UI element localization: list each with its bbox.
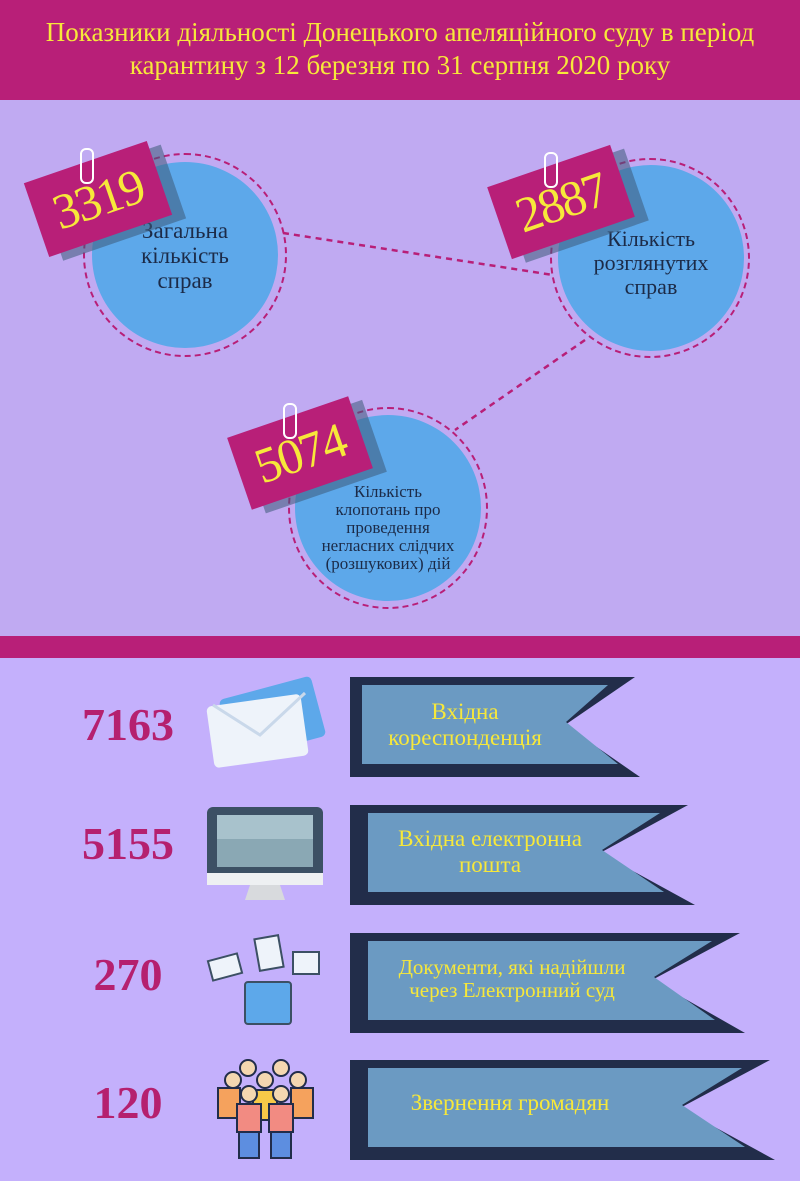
- page-header: Показники діяльності Донецького апеляцій…: [0, 0, 800, 100]
- banner-label: Документи, які надійшли через Електронни…: [398, 955, 626, 1002]
- connector-lines: [282, 231, 586, 432]
- divider-stripe: [0, 636, 800, 658]
- stat-label: Кількість клопотань про проведення негла…: [321, 482, 455, 573]
- ribbon-banner: [350, 805, 695, 905]
- page-title: Показники діяльності Донецького апеляцій…: [45, 17, 755, 80]
- banner-label: Вхідна кореспонденція: [388, 699, 542, 750]
- dashed-ring: [550, 158, 750, 358]
- ribbon-banner: [350, 1060, 775, 1160]
- ribbon-banner: [350, 677, 640, 777]
- row-value: 270: [93, 949, 163, 1000]
- paperclip-icon: [283, 403, 297, 439]
- stat-label: Загальна кількість справ: [141, 217, 229, 293]
- paperclip-icon: [544, 152, 558, 188]
- banner-label: Вхідна електронна пошта: [398, 826, 582, 877]
- dashed-ring: [288, 407, 488, 609]
- documents-folder-icon: [206, 934, 320, 1025]
- stat-circle-reviewed-cases: Кількість розглянутих справ: [558, 165, 744, 351]
- row-value: 7163: [82, 699, 174, 750]
- ribbon-banner: [350, 933, 745, 1033]
- row-value: 5155: [82, 818, 174, 869]
- envelope-icon: [206, 676, 326, 768]
- row-value: 120: [93, 1077, 163, 1128]
- monitor-icon: [207, 807, 323, 900]
- ribbon-banners: [350, 677, 775, 1160]
- people-group-icon: [217, 1059, 314, 1159]
- banner-label: Звернення громадян: [410, 1090, 610, 1115]
- stat-label: Кількість розглянутих справ: [593, 226, 709, 299]
- dashed-ring: [83, 153, 287, 357]
- paperclip-icon: [80, 148, 94, 184]
